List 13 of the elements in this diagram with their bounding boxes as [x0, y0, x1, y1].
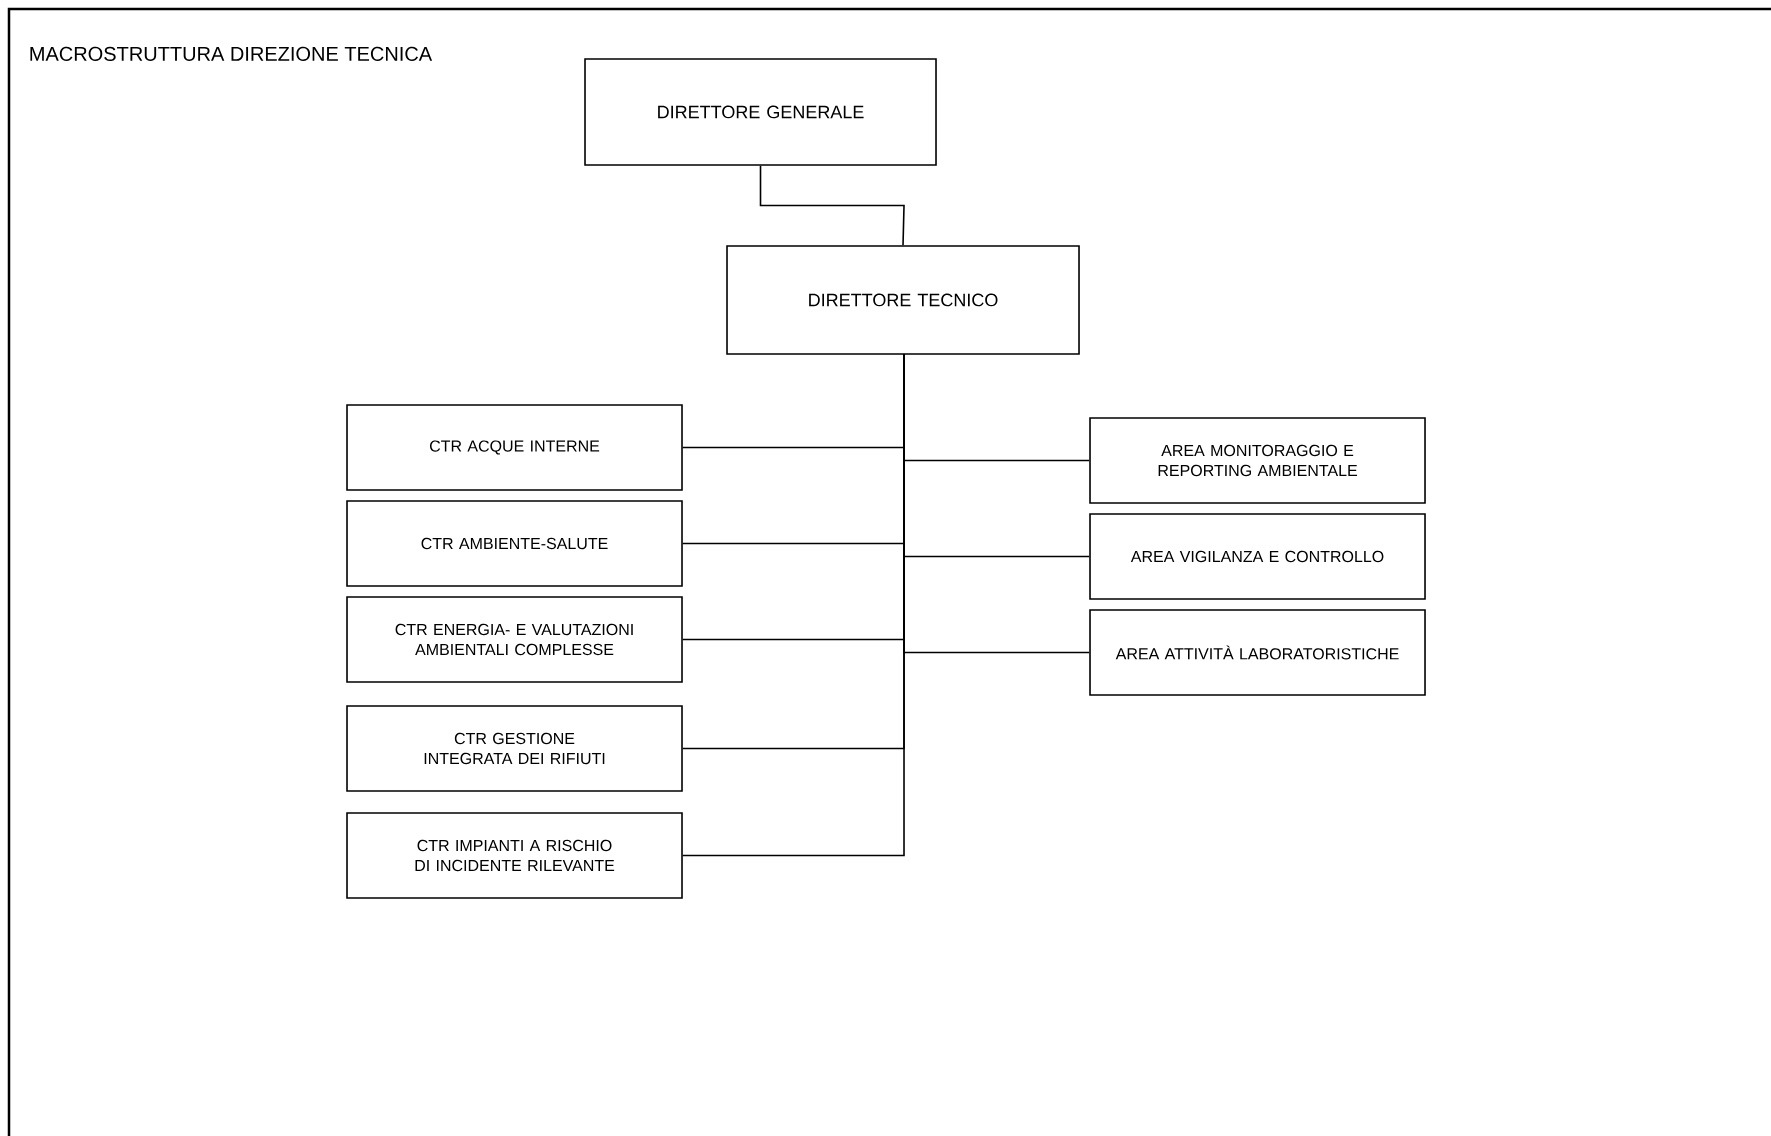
heading: MACROSTRUTTURA DIREZIONE TECNICA: [30, 46, 433, 61]
org-box: CTR GESTIONE INTEGRATA DEI RIFIUTI: [346, 705, 683, 792]
org-box: AREA MONITORAGGIO E REPORTING AMBIENTALE: [1089, 417, 1426, 504]
org-box: CTR AMBIENTE-SALUTE: [346, 500, 683, 587]
org-box: DIRETTORE GENERALE: [584, 58, 937, 166]
org-box: AREA VIGILANZA E CONTROLLO: [1089, 513, 1426, 600]
connector: [759, 165, 905, 246]
org-box: DIRETTORE TECNICO: [726, 245, 1080, 355]
org-box: AREA ATTIVITÀ LABORATORISTICHE: [1089, 609, 1426, 696]
org-box: CTR ENERGIA- E VALUTAZIONI AMBIENTALI COMPLESSE: [346, 596, 683, 683]
connector: [903, 353, 1090, 654]
org-box: CTR ACQUE INTERNE: [346, 404, 683, 491]
org-box: CTR IMPIANTI A RISCHIO DI INCIDENTE RILEVANTE: [346, 812, 683, 899]
